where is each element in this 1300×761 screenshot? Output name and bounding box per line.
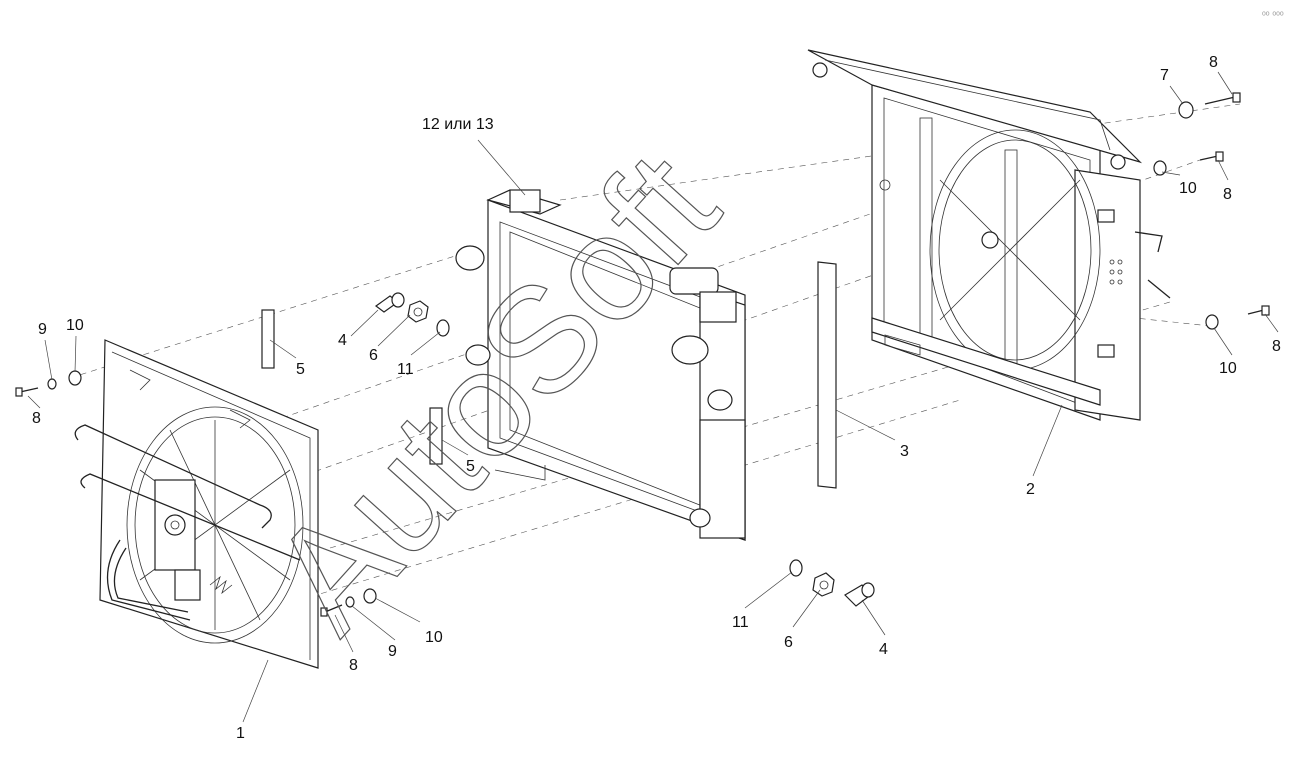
leader-lines (27, 71, 1279, 723)
part-3-seal-strip (817, 261, 837, 489)
callout-8-bottom: 8 (349, 657, 358, 674)
callout-7: 7 (1160, 67, 1169, 84)
callout-6-upper: 6 (369, 347, 378, 364)
callout-4-upper: 4 (338, 332, 347, 349)
part-5-seal-plates (261, 309, 443, 465)
callout-2: 2 (1026, 481, 1035, 498)
callout-1: 1 (236, 725, 245, 742)
callout-8-top: 8 (1209, 54, 1218, 71)
callout-6-lower: 6 (784, 634, 793, 651)
callout-labels: 1 2 3 4 4 5 5 6 6 7 8 8 8 8 8 9 9 10 10 … (32, 54, 1281, 742)
callout-11-lower: 11 (732, 614, 749, 631)
callout-8-left: 8 (32, 410, 41, 427)
hardware-middle (374, 292, 875, 607)
part-1-fan-shroud (74, 339, 319, 669)
callout-3: 3 (900, 443, 909, 460)
callout-8-mid: 8 (1223, 186, 1232, 203)
callout-4-lower: 4 (879, 641, 888, 658)
callout-10-left: 10 (66, 317, 84, 334)
callout-10-right: 10 (1219, 360, 1237, 377)
callout-9-bottom: 9 (388, 643, 397, 660)
callout-8-right: 8 (1272, 338, 1281, 355)
hardware-left (15, 370, 377, 617)
callout-10-mid: 10 (1179, 180, 1197, 197)
part-12-radiator (455, 189, 746, 541)
callout-11-upper: 11 (397, 361, 414, 378)
callout-12-or-13: 12 или 13 (422, 116, 494, 133)
callout-5-lower: 5 (466, 458, 475, 475)
hardware-right (1153, 92, 1270, 330)
part-2-frame (807, 49, 1171, 421)
corner-mark: ᵒᵒ ᵒᵒᵒ (1262, 10, 1284, 21)
callout-10-bottom: 10 (425, 629, 443, 646)
callout-5-upper: 5 (296, 361, 305, 378)
callout-9-left: 9 (38, 321, 47, 338)
